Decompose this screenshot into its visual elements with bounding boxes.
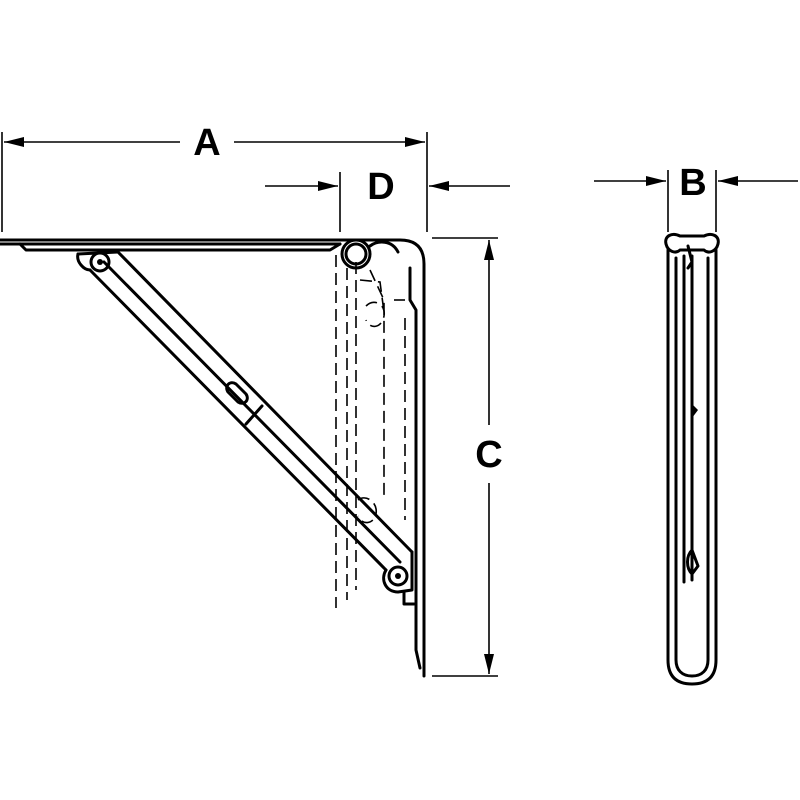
bottom-pivot [382, 550, 416, 606]
front-bottom-pivot [686, 548, 700, 576]
top-pivot [340, 238, 400, 270]
bottom-pivot-circle [387, 565, 409, 587]
bracket-side-view [0, 238, 426, 678]
dimension-c-label: C [475, 434, 502, 476]
dimension-d: D [265, 166, 510, 232]
diagonal-strut [76, 250, 414, 572]
dimension-c: C [432, 237, 503, 677]
folded-position-outline [335, 255, 406, 608]
dimension-b: B [594, 162, 798, 232]
front-top-cap [664, 232, 720, 254]
front-outer-channel [666, 248, 718, 686]
strut-top-pivot [89, 251, 111, 273]
strut-joint-line [244, 404, 264, 426]
dimension-a-label: A [193, 122, 220, 164]
dimension-a: A [1, 122, 428, 232]
shelf-arm [0, 238, 426, 678]
bracket-front-view [664, 232, 720, 686]
dimension-b-label: B [679, 162, 706, 204]
top-pivot-circle [340, 238, 372, 270]
dimension-d-label: D [367, 166, 394, 208]
front-inner-channel [674, 256, 710, 678]
strut-slot-icon [225, 381, 249, 405]
front-joint-marker [692, 404, 698, 418]
